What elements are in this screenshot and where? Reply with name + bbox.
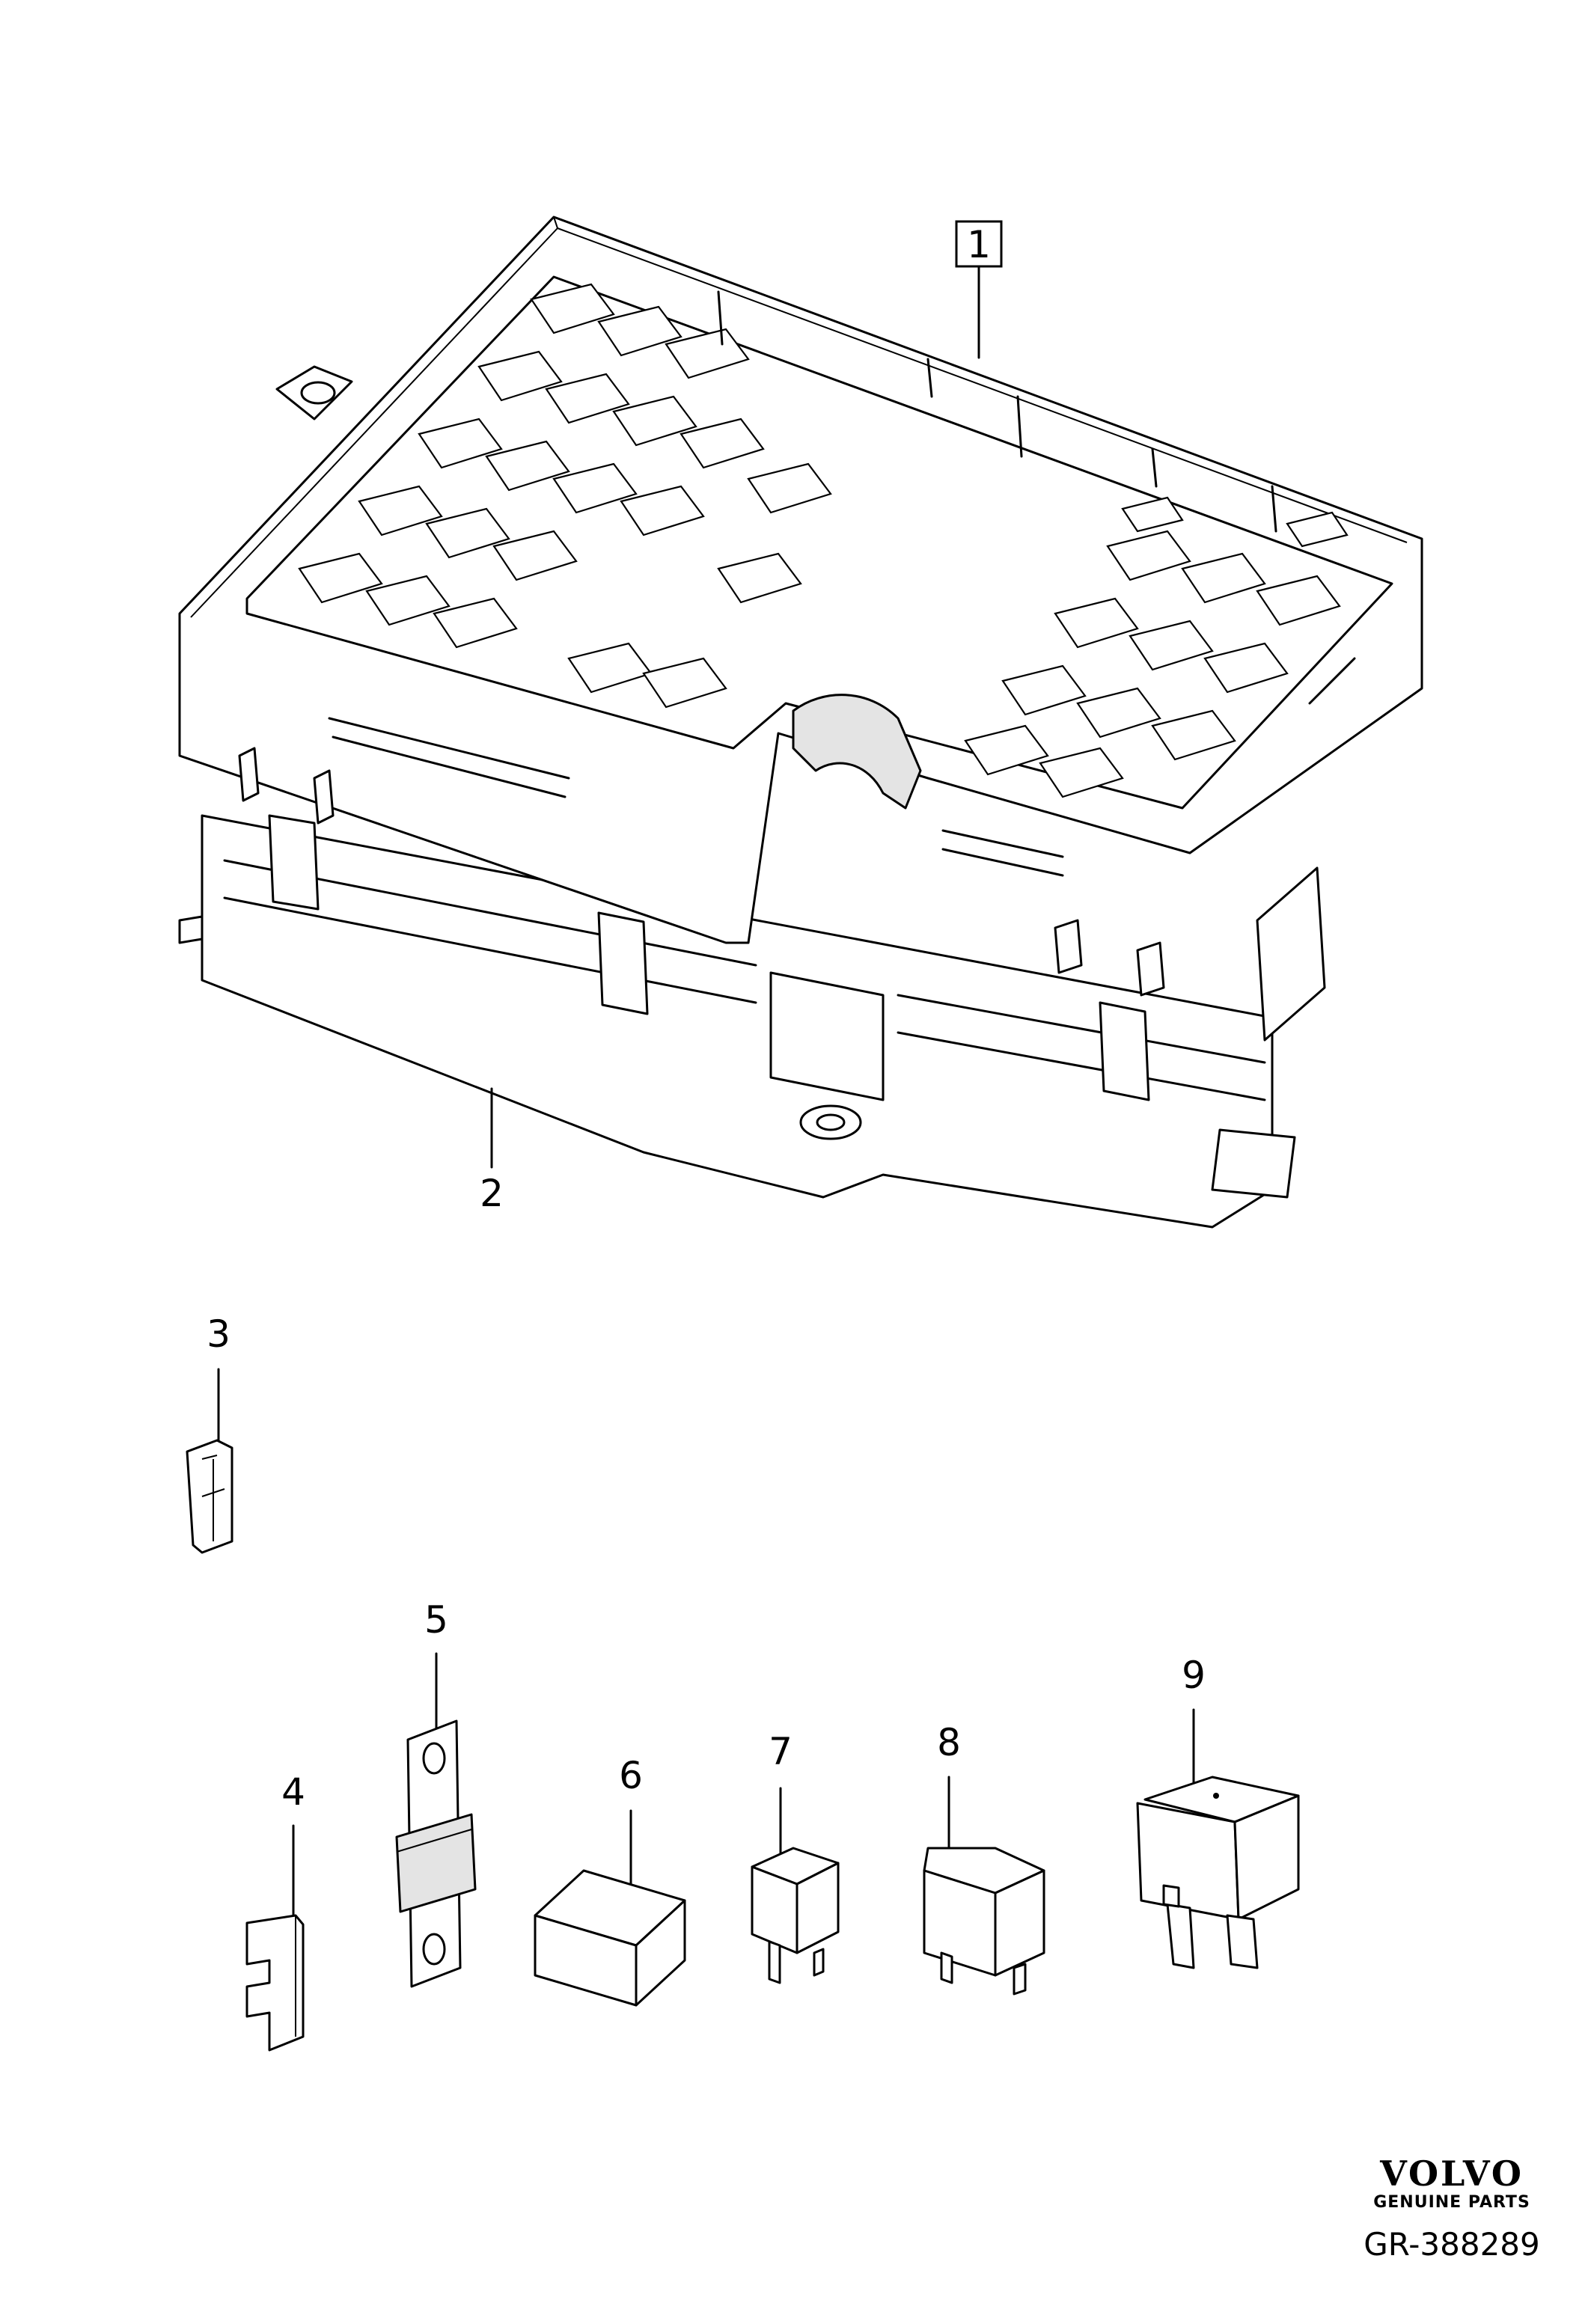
part-7-micro-relay: 7 xyxy=(751,1730,840,1984)
callout-1: 1 xyxy=(955,220,1003,359)
fuse-grid-left xyxy=(298,283,832,709)
callout-2: 2 xyxy=(480,1087,504,1215)
callout-9-label: 9 xyxy=(1182,1654,1206,1697)
part-9-standard-relay: 9 xyxy=(1136,1654,1300,1969)
fuse-box-lower-tray xyxy=(178,814,1326,1229)
part-3-terminal: 3 xyxy=(186,1312,233,1554)
callout-5-label: 5 xyxy=(424,1598,448,1642)
part-6-maxi-fuse: 6 xyxy=(534,1754,686,2007)
document-number: GR-388289 xyxy=(1364,2226,1540,2263)
callout-2-label: 2 xyxy=(480,1172,504,1215)
callout-7-label: 7 xyxy=(769,1730,793,1773)
fuse-box-upper xyxy=(178,215,1423,997)
callout-4-label: 4 xyxy=(281,1770,305,1814)
brand-logo-text: VOLVO xyxy=(1380,2153,1524,2194)
callout-3-label: 3 xyxy=(207,1312,230,1356)
fuse-grid-right xyxy=(964,496,1349,798)
brand-subtitle: GENUINE PARTS xyxy=(1373,2193,1530,2212)
callout-1-label: 1 xyxy=(967,223,991,266)
volvo-genuine-parts-logo: VOLVO GENUINE PARTS xyxy=(1347,2155,1557,2213)
part-4-blade-fuse: 4 xyxy=(245,1770,305,2052)
callout-8-label: 8 xyxy=(937,1721,961,1764)
part-5-strip-fuse: 5 xyxy=(395,1598,477,1988)
part-8-mini-relay: 8 xyxy=(923,1721,1045,1996)
callout-6-label: 6 xyxy=(619,1754,643,1797)
